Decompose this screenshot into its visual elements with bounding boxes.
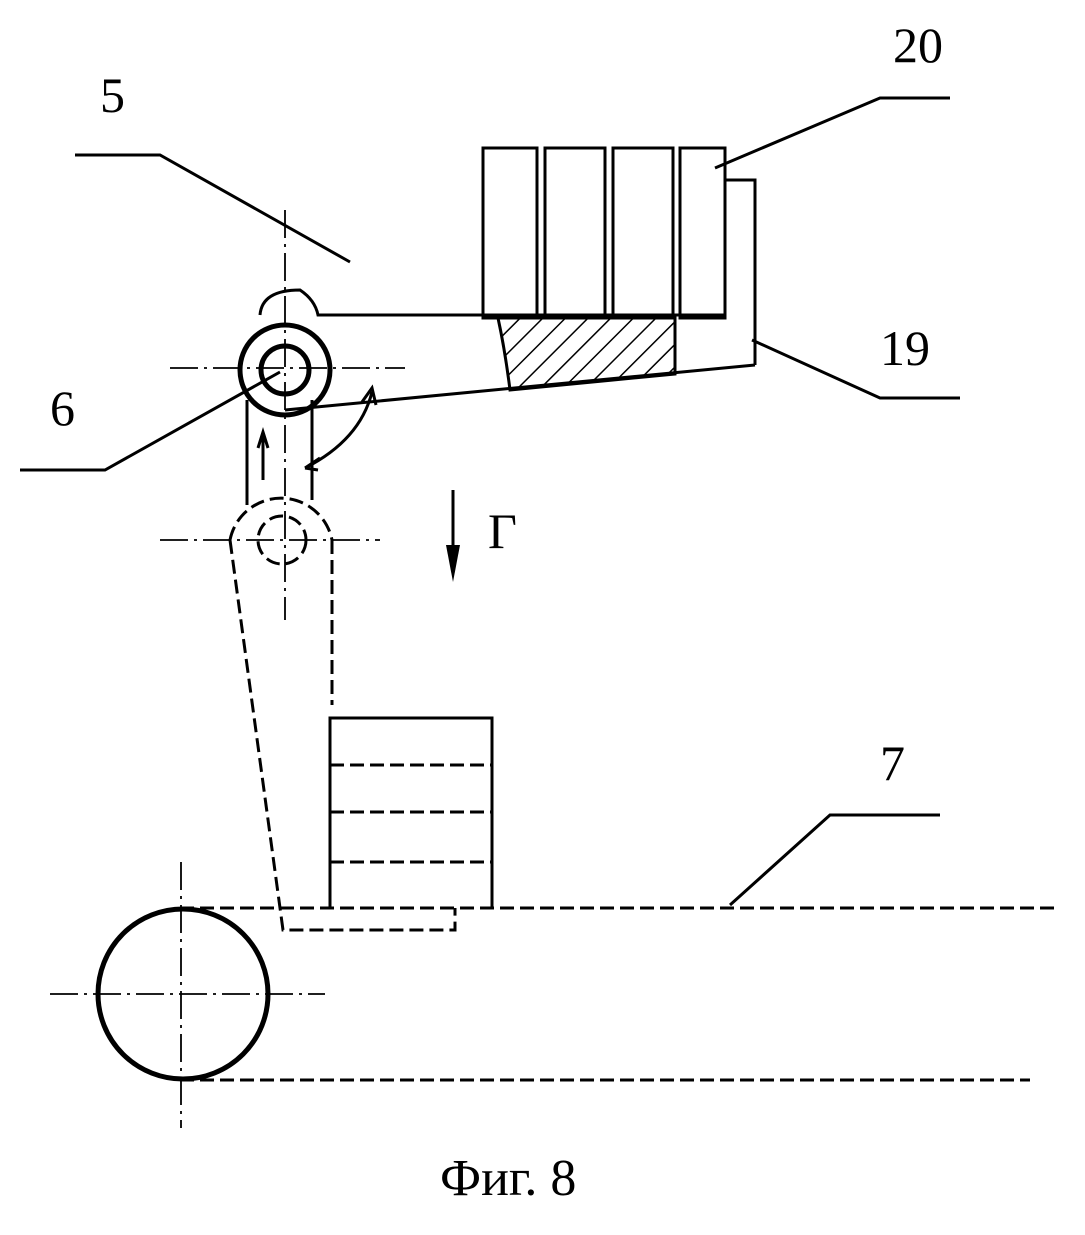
lower-pivot (160, 496, 380, 566)
swing-arm (228, 539, 457, 932)
blocks-20 (481, 146, 727, 320)
bracket-19 (725, 178, 757, 365)
label-7: 7 (880, 735, 905, 791)
leader-lines (20, 96, 960, 907)
label-view-g: Г (488, 503, 517, 559)
swing-arrow (304, 384, 378, 472)
link-rod (245, 400, 314, 505)
product-stack (328, 716, 494, 908)
label-5: 5 (100, 67, 125, 123)
view-arrow (446, 490, 460, 582)
label-19: 19 (880, 320, 930, 376)
conveyor-7 (50, 862, 1058, 1128)
lever-arm-5 (170, 210, 756, 620)
label-20: 20 (893, 17, 943, 73)
label-6: 6 (50, 380, 75, 436)
hatched-section (496, 316, 677, 392)
figure-caption: Фиг. 8 (440, 1150, 576, 1207)
